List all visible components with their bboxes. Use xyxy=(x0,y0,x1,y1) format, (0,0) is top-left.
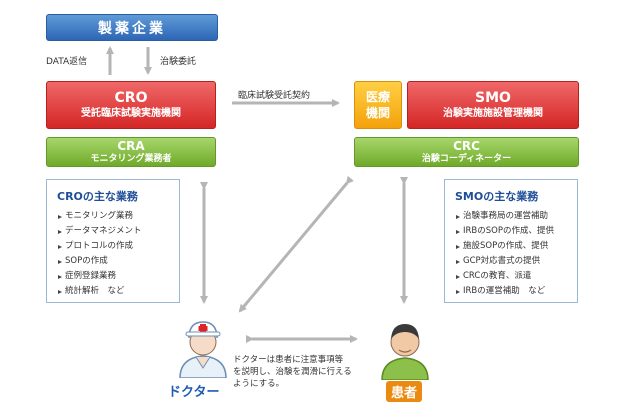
crc-box: CRC 治験コーディネーター xyxy=(354,137,579,167)
smo-duties-title: SMOの主な業務 xyxy=(455,190,539,203)
cro-duties-list: モニタリング業務 データマネジメント プロトコルの作成 SOPの作成 症例登録業… xyxy=(57,209,169,299)
list-item: CRCの教育、派遣 xyxy=(455,269,567,284)
list-item: モニタリング業務 xyxy=(57,209,169,224)
list-item: GCP対応書式の提供 xyxy=(455,254,567,269)
list-item: 施設SOPの作成、提供 xyxy=(455,239,567,254)
list-item: SOPの作成 xyxy=(57,254,169,269)
smo-duties-list: 治験事務局の運営補助 IRBのSOPの作成、提供 施設SOPの作成、提供 GCP… xyxy=(455,209,567,299)
cra-box: CRA モニタリング業務者 xyxy=(46,137,216,167)
patient-icon xyxy=(381,324,429,380)
crc-title: CRC xyxy=(453,139,480,153)
list-item: IRBのSOPの作成、提供 xyxy=(455,224,567,239)
cro-title: CRO xyxy=(114,89,148,106)
smo-duties-panel: SMOの主な業務 治験事務局の運営補助 IRBのSOPの作成、提供 施設SOPの… xyxy=(444,179,578,303)
smo-box: SMO 治験実施施設管理機関 xyxy=(407,81,579,129)
cro-box: CRO 受託臨床試験実施機関 xyxy=(46,81,216,129)
arrow-crc-doctor xyxy=(238,175,354,313)
cra-title: CRA xyxy=(117,139,145,153)
contract-label: 臨床試験受託契約 xyxy=(238,91,311,101)
note-line1: ドクターは患者に注意事項等 xyxy=(233,355,344,365)
data-return-label: DATA返信 xyxy=(46,57,88,67)
pharma-company-box: 製薬企業 xyxy=(46,14,218,41)
medical-line2: 機関 xyxy=(365,106,390,120)
cro-duties-panel: CROの主な業務 モニタリング業務 データマネジメント プロトコルの作成 SOP… xyxy=(46,179,180,303)
medical-institution-box: 医療 機関 xyxy=(354,81,402,129)
list-item: プロトコルの作成 xyxy=(57,239,169,254)
list-item: 統計解析 など xyxy=(57,284,169,299)
smo-title: SMO xyxy=(475,89,511,106)
note-line2: を説明し、治験を潤滑に行える xyxy=(233,367,352,377)
cro-duties-title: CROの主な業務 xyxy=(57,190,138,203)
doctor-note: ドクターは患者に注意事項等 を説明し、治験を潤滑に行える ようにする。 xyxy=(233,354,383,390)
smo-subtitle: 治験実施施設管理機関 xyxy=(443,107,543,119)
pharma-company-label: 製薬企業 xyxy=(98,20,166,37)
medical-line1: 医療 xyxy=(365,90,390,104)
list-item: データマネジメント xyxy=(57,224,169,239)
doctor-icon xyxy=(179,321,227,378)
patient-label: 患者 xyxy=(386,381,423,402)
cra-subtitle: モニタリング業務者 xyxy=(90,154,172,164)
note-line3: ようにする。 xyxy=(233,379,285,389)
list-item: 症例登録業務 xyxy=(57,269,169,284)
list-item: IRBの運営補助 など xyxy=(455,284,567,299)
cro-subtitle: 受託臨床試験実施機関 xyxy=(81,107,181,119)
list-item: 治験事務局の運営補助 xyxy=(455,209,567,224)
doctor-label: ドクター xyxy=(168,385,220,400)
crc-subtitle: 治験コーディネーター xyxy=(421,154,512,164)
trial-commission-label: 治験委託 xyxy=(160,57,197,67)
